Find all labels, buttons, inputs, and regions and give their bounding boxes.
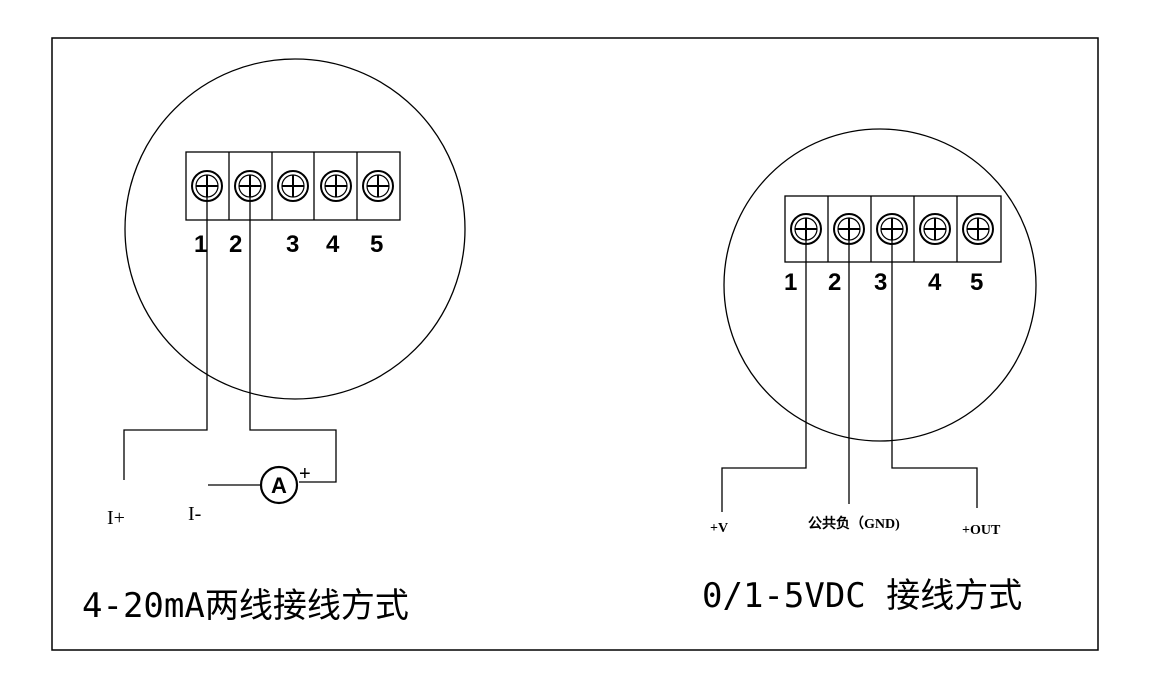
label-out: +OUT [962, 523, 1001, 538]
right-housing-circle [723, 128, 1037, 442]
label-i-minus: I- [188, 503, 201, 525]
left-terminal-number-3: 3 [286, 231, 299, 258]
wire-i-plus [123, 186, 208, 480]
label-v-plus: +V [710, 521, 728, 536]
right-terminal-block-frame [784, 195, 1002, 263]
left-terminal-number-5: 5 [370, 231, 383, 258]
left-caption: 4-20mA两线接线方式 [82, 586, 409, 626]
wire-terminal-2-to-ammeter [249, 186, 337, 483]
screw-icon [962, 213, 994, 245]
ammeter-symbol: A [271, 473, 287, 498]
left-terminal-number-1: 1 [194, 231, 207, 258]
right-terminal-number-4: 4 [928, 269, 942, 296]
right-diagram: 1 2 3 4 5 +V 公共负（GND) +OUT 0/1-5VDC 接线方式 [702, 128, 1037, 616]
right-terminal-number-1: 1 [784, 269, 797, 296]
left-terminal-number-4: 4 [326, 231, 340, 258]
wire-out [891, 229, 978, 508]
right-caption: 0/1-5VDC 接线方式 [702, 576, 1022, 616]
screw-icon [277, 170, 309, 202]
left-housing-circle [124, 58, 466, 400]
right-terminal-block [784, 195, 1002, 263]
ammeter-plus-label: + [299, 463, 311, 485]
ammeter-icon: A [259, 465, 299, 505]
right-terminal-number-5: 5 [970, 269, 983, 296]
label-gnd: 公共负（GND) [808, 515, 900, 532]
screw-icon [362, 170, 394, 202]
right-terminal-number-3: 3 [874, 269, 887, 296]
outer-frame [51, 37, 1099, 651]
left-diagram: 1 2 3 4 5 A + I+ I- 4-20mA两线接线方式 [82, 58, 466, 626]
label-i-plus: I+ [107, 507, 125, 529]
right-terminal-number-2: 2 [828, 269, 841, 296]
wire-v-plus [721, 229, 807, 512]
screw-icon [320, 170, 352, 202]
left-terminal-block-frame [185, 151, 401, 221]
left-terminal-block [185, 151, 401, 221]
left-terminal-number-2: 2 [229, 231, 242, 258]
screw-icon [919, 213, 951, 245]
